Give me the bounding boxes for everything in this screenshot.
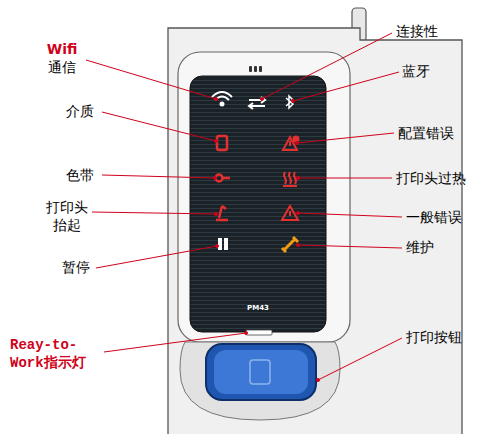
callout-label: 连接性 bbox=[396, 22, 438, 40]
callout-label: 维护 bbox=[406, 238, 434, 256]
callout-label: 色带 bbox=[66, 166, 94, 184]
callout-label: 介质 bbox=[66, 102, 94, 120]
callout-label: Reay-to- Work指示灯 bbox=[10, 336, 104, 372]
callout-label: 打印按钮 bbox=[406, 328, 462, 346]
callout-label: 一般错误 bbox=[406, 208, 462, 226]
callout-label: 配置错误 bbox=[398, 124, 454, 142]
callout-label: 打印头过热 bbox=[396, 169, 466, 187]
callout-label: 打印头 抬起 bbox=[44, 198, 90, 234]
model-mark: PM43 bbox=[238, 304, 278, 313]
callout-label: 暂停 bbox=[62, 258, 90, 276]
callout-label: 蓝牙 bbox=[402, 62, 430, 80]
callout-label: Wifi 通信 bbox=[38, 40, 86, 76]
